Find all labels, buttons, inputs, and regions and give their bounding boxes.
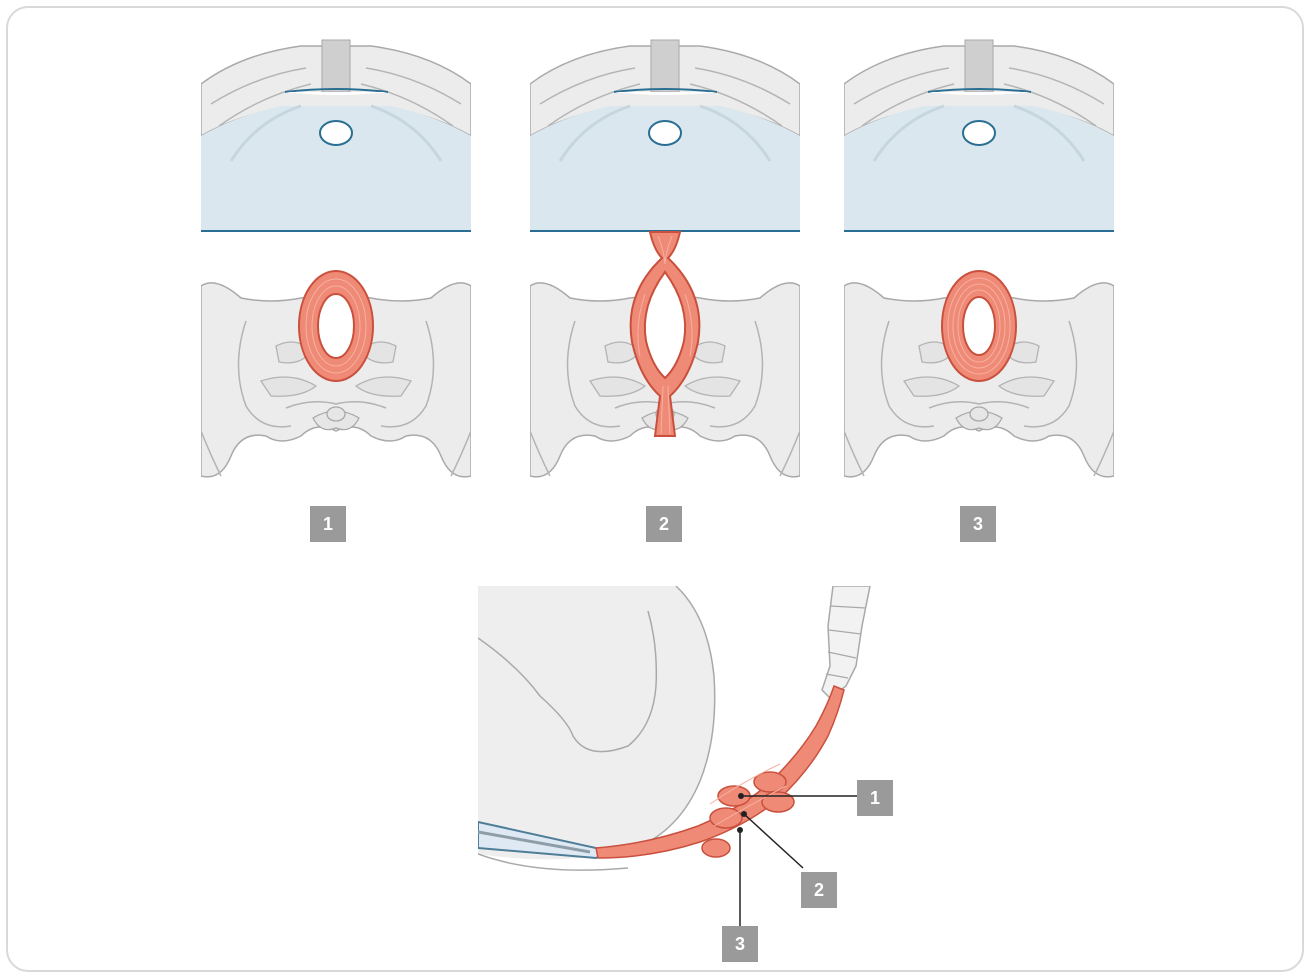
pubic-bone — [478, 586, 715, 870]
pelvic-floor-panel-1 — [201, 36, 471, 486]
pelvic-muscle-ring — [299, 271, 373, 381]
pelvic-floor-panel-3 — [844, 36, 1114, 486]
callout-label-2: 2 — [801, 872, 837, 908]
abdomen-illustration — [844, 40, 1114, 232]
pelvic-muscle-ring — [942, 271, 1016, 381]
pelvic-floor-panel-2 — [530, 36, 800, 486]
panel-label-3: 3 — [960, 506, 996, 542]
sacrum-coccyx — [822, 586, 870, 698]
callout-label-3: 3 — [722, 926, 758, 962]
abdomen-illustration — [201, 40, 471, 232]
panel-label-2: 2 — [646, 506, 682, 542]
sagittal-view — [478, 586, 898, 976]
callout-label-1: 1 — [857, 780, 893, 816]
panel-label-1: 1 — [310, 506, 346, 542]
abdomen-illustration — [530, 40, 800, 232]
